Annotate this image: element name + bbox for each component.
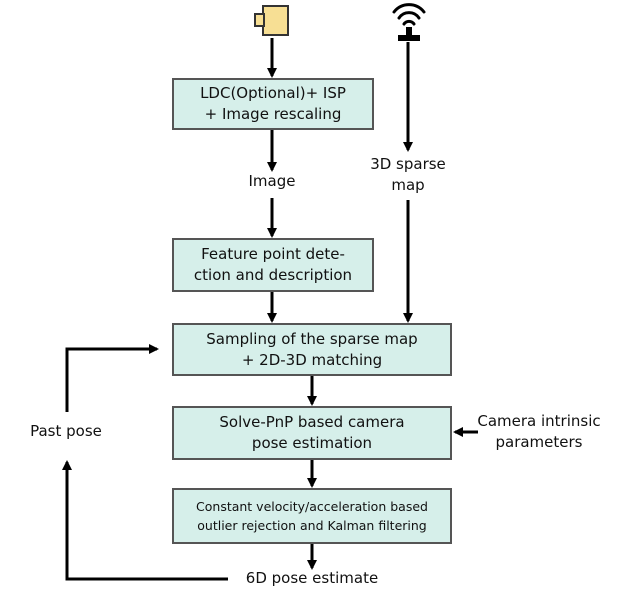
sampling-matching-line-1: Sampling of the sparse map bbox=[206, 329, 418, 348]
past-pose-label: Past pose bbox=[30, 422, 102, 440]
feature-detection-line-2: ction and description bbox=[193, 266, 353, 284]
feedback-line-top bbox=[65, 344, 159, 412]
feature-detection-box: Feature point dete- ction and descriptio… bbox=[172, 238, 374, 292]
sparse-map-line-1: 3D sparse bbox=[370, 155, 446, 173]
camera-intrinsics-label: Camera intrinsic parameters bbox=[474, 411, 604, 453]
feature-detection-line-1: Feature point dete- bbox=[201, 245, 345, 263]
outlier-filtering-line-1: Constant velocity/acceleration based bbox=[196, 499, 428, 514]
image-label: Image bbox=[248, 172, 296, 190]
sampling-matching-line-2: + 2D-3D matching bbox=[241, 350, 383, 369]
ldc-isp-line-1: LDC(Optional)+ ISP bbox=[200, 84, 346, 102]
solve-pnp-line-2: pose estimation bbox=[251, 434, 373, 452]
solve-pnp-line-1: Solve-PnP based camera bbox=[219, 413, 405, 431]
sparse-map-label: 3D sparse map bbox=[358, 154, 458, 196]
sparse-map-line-2: map bbox=[391, 176, 425, 194]
ldc-isp-box: LDC(Optional)+ ISP + Image rescaling bbox=[172, 78, 374, 130]
outlier-filtering-line-2: outlier rejection and Kalman filtering bbox=[197, 518, 427, 533]
wireless-antenna-icon bbox=[392, 3, 426, 41]
solve-pnp-box: Solve-PnP based camera pose estimation bbox=[172, 406, 452, 460]
outlier-filtering-box: Constant velocity/acceleration based out… bbox=[172, 488, 452, 544]
pose-estimate-label: 6D pose estimate bbox=[245, 569, 379, 587]
camera-intrinsics-line-1: Camera intrinsic bbox=[477, 412, 601, 430]
camera-icon bbox=[254, 5, 289, 36]
ldc-isp-line-2: + Image rescaling bbox=[204, 105, 342, 123]
camera-intrinsics-line-2: parameters bbox=[495, 433, 583, 451]
sampling-matching-box: Sampling of the sparse map + 2D-3D match… bbox=[172, 323, 452, 376]
feedback-line-bottom bbox=[62, 460, 228, 581]
